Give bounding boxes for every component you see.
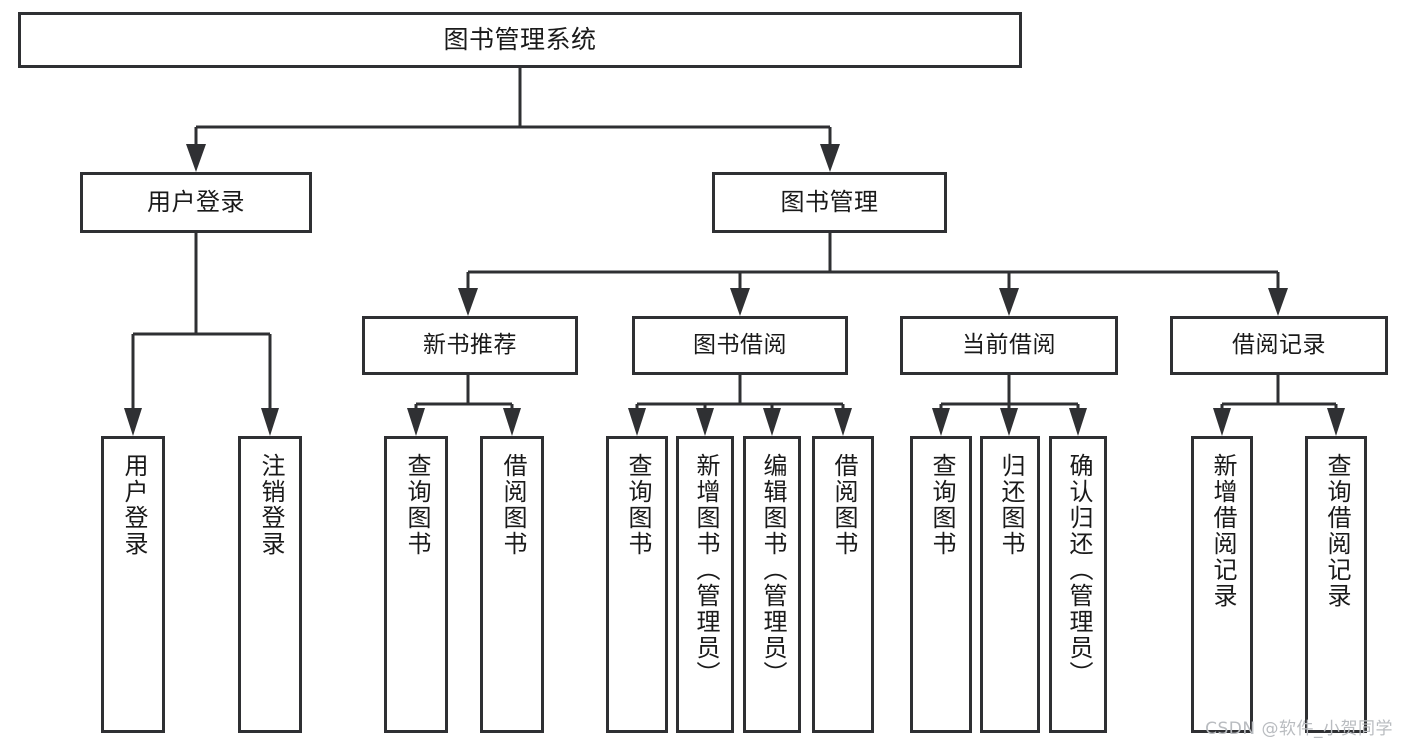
node-label: 查询图书 [402,453,431,557]
node-book-management-system[interactable]: 图书管理系统 [18,12,1022,68]
arrowhead-book-mgmt [820,144,840,172]
node-label: 查询借阅记录 [1322,453,1351,609]
node-label: 注销登录 [256,453,285,557]
node-label: 图书借阅 [693,331,787,358]
arrowhead-leaf-return-book [1000,408,1018,436]
arrowhead-leaf-query-record [1327,408,1345,436]
watermark-text: CSDN @软件_小贺同学 [1205,719,1393,739]
node-leaf-borrow-book-recommendation[interactable]: 借阅图书 [480,436,544,733]
arrowhead-leaf-add-book [696,408,714,436]
node-label: 编辑图书（管理员） [758,453,787,687]
arrowhead-leaf-confirm-return [1069,408,1087,436]
node-book-borrowing[interactable]: 图书借阅 [632,316,848,375]
node-leaf-query-book-recommendation[interactable]: 查询图书 [384,436,448,733]
arrowhead-leaf-query-book-1 [407,408,425,436]
arrowhead-leaf-borrow-book-2 [834,408,852,436]
node-user-login[interactable]: 用户登录 [80,172,312,233]
node-label: 新书推荐 [423,331,517,358]
node-label: 确认归还（管理员） [1064,453,1093,687]
arrowhead-leaf-borrow-book-1 [503,408,521,436]
arrowhead-leaf-user-login [124,408,142,436]
arrowhead-user-login [186,144,206,172]
node-leaf-query-borrow-record[interactable]: 查询借阅记录 [1305,436,1367,733]
node-new-book-recommendation[interactable]: 新书推荐 [362,316,578,375]
node-leaf-query-book-current[interactable]: 查询图书 [910,436,972,733]
node-label: 图书管理系统 [443,25,597,55]
node-label: 新增图书（管理员） [691,453,720,687]
node-label: 归还图书 [996,453,1025,557]
node-label: 借阅记录 [1232,331,1326,358]
arrowhead-current-borrow [999,288,1019,316]
arrowhead-leaf-query-book-3 [932,408,950,436]
node-label: 当前借阅 [962,331,1056,358]
arrowhead-leaf-query-book-2 [628,408,646,436]
node-label: 查询图书 [927,453,956,557]
arrowhead-new-book-rec [458,288,478,316]
node-label: 用户登录 [119,453,148,557]
node-book-management[interactable]: 图书管理 [712,172,947,233]
arrowhead-leaf-add-record [1213,408,1231,436]
arrowhead-leaf-logout [261,408,279,436]
node-label: 图书管理 [780,188,879,217]
node-leaf-user-login[interactable]: 用户登录 [101,436,165,733]
node-leaf-add-book-admin[interactable]: 新增图书（管理员） [676,436,734,733]
node-leaf-query-book-borrowing[interactable]: 查询图书 [606,436,668,733]
node-leaf-confirm-return-admin[interactable]: 确认归还（管理员） [1049,436,1107,733]
arrowhead-borrow-record [1268,288,1288,316]
node-label: 查询图书 [623,453,652,557]
node-leaf-return-book[interactable]: 归还图书 [980,436,1040,733]
node-leaf-edit-book-admin[interactable]: 编辑图书（管理员） [743,436,801,733]
arrowhead-book-borrow [730,288,750,316]
arrowhead-leaf-edit-book [763,408,781,436]
node-leaf-borrow-book-borrowing[interactable]: 借阅图书 [812,436,874,733]
node-current-borrowing[interactable]: 当前借阅 [900,316,1118,375]
node-label: 借阅图书 [498,453,527,557]
node-label: 用户登录 [147,188,245,217]
node-leaf-logout[interactable]: 注销登录 [238,436,302,733]
node-leaf-add-borrow-record[interactable]: 新增借阅记录 [1191,436,1253,733]
node-label: 新增借阅记录 [1208,453,1237,609]
node-label: 借阅图书 [829,453,858,557]
node-borrowing-record[interactable]: 借阅记录 [1170,316,1388,375]
